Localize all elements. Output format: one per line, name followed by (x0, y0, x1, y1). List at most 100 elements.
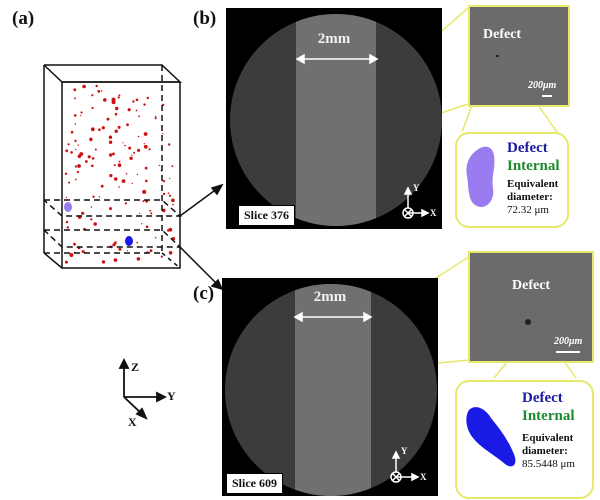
card-category: Internal (507, 158, 560, 174)
scale-label-2mm: 2mm (317, 31, 351, 47)
pore (142, 200, 145, 203)
card-title: Defect (522, 390, 563, 406)
slice-plane-609 (43, 229, 182, 248)
pore (111, 97, 116, 102)
pore (168, 227, 173, 232)
x-axis-arrow (135, 407, 148, 420)
mini-axis-x: X (430, 208, 437, 218)
mini-axis-x: X (420, 472, 427, 482)
pore (171, 165, 174, 168)
pore (113, 258, 118, 262)
axis-label-y: Y (167, 389, 176, 403)
card-equiv-value: 85.5448 μm (522, 458, 575, 470)
slice-label: Slice 376 (238, 205, 295, 226)
inset-scale-label: 200μm (554, 336, 583, 347)
pore (109, 207, 112, 211)
box-hidden-corner-edge (161, 252, 181, 269)
defect-3d-shape-376 (466, 146, 495, 208)
panel-label-b: (b) (193, 8, 217, 29)
pore (117, 96, 120, 99)
zoom-inset-609: Defect 200μm (468, 251, 594, 363)
pore (91, 164, 94, 168)
card-equiv-label-1: Equivalent (507, 178, 559, 190)
pore (154, 117, 157, 120)
pore (136, 173, 139, 176)
pore (137, 135, 140, 138)
pore (141, 223, 143, 225)
pore (143, 143, 145, 145)
pore (118, 160, 121, 163)
pore (168, 194, 171, 197)
pore (81, 211, 85, 215)
pore (158, 164, 160, 167)
pore (68, 181, 71, 184)
pore (106, 117, 110, 121)
inset-scale-label: 200μm (528, 80, 557, 91)
pore (124, 144, 126, 147)
pore (80, 111, 83, 114)
pore (124, 202, 127, 205)
pore (101, 260, 106, 264)
pore (169, 178, 171, 180)
pore (143, 103, 146, 106)
pore (133, 151, 136, 154)
pore (98, 128, 101, 131)
pore (101, 126, 105, 130)
card-equiv-label-2: diameter: (522, 445, 568, 457)
pore (85, 160, 88, 163)
pore (142, 189, 147, 194)
pore (115, 106, 119, 111)
pore (118, 247, 122, 251)
inset-scale-bar (542, 95, 552, 97)
pore (67, 143, 70, 146)
pore (100, 184, 104, 188)
card-equiv-label-2: diameter: (507, 191, 553, 203)
ct-slice-376: 2mm Y X Slice 376 (226, 8, 442, 229)
card-equiv-value: 72.32 μm (507, 204, 549, 216)
defect-card-376: Defect Internal Equivalent diameter: 72.… (455, 132, 569, 228)
pore (131, 154, 133, 156)
z-axis-arrow (118, 357, 130, 369)
pore (125, 172, 128, 175)
pore (115, 241, 117, 243)
pore (90, 206, 93, 208)
mini-axes (390, 450, 420, 483)
pore (135, 98, 139, 102)
pore (90, 218, 93, 221)
pore (112, 152, 115, 156)
pore (77, 164, 81, 168)
pore (136, 241, 139, 244)
pore (138, 115, 141, 118)
specimen-stripe (296, 14, 376, 226)
defect-3d-shape-609 (466, 407, 516, 467)
pore (127, 108, 131, 112)
pore (73, 88, 77, 92)
arrow-to-slice-376 (179, 187, 219, 217)
pore (128, 146, 132, 150)
mini-axis-y: Y (401, 446, 408, 456)
pore (117, 125, 121, 129)
pore (74, 165, 77, 168)
pore (168, 143, 171, 146)
pore (98, 196, 101, 198)
pore (113, 164, 116, 167)
pore (64, 172, 68, 175)
pore (89, 139, 92, 142)
pore (171, 198, 175, 203)
pore (172, 203, 174, 206)
arrow-head-376 (210, 183, 224, 196)
pore (93, 222, 97, 226)
pore (162, 179, 166, 183)
pore (73, 114, 77, 117)
slice-label: Slice 609 (226, 473, 283, 494)
pore (137, 148, 141, 152)
inset-defect-label: Defect (483, 27, 522, 42)
pore (135, 109, 138, 112)
pore (145, 225, 149, 229)
pore (132, 100, 135, 103)
arrow-head-609 (210, 278, 224, 291)
pore (70, 130, 74, 134)
pore (136, 257, 141, 261)
pore (74, 178, 77, 181)
pore (167, 192, 170, 194)
